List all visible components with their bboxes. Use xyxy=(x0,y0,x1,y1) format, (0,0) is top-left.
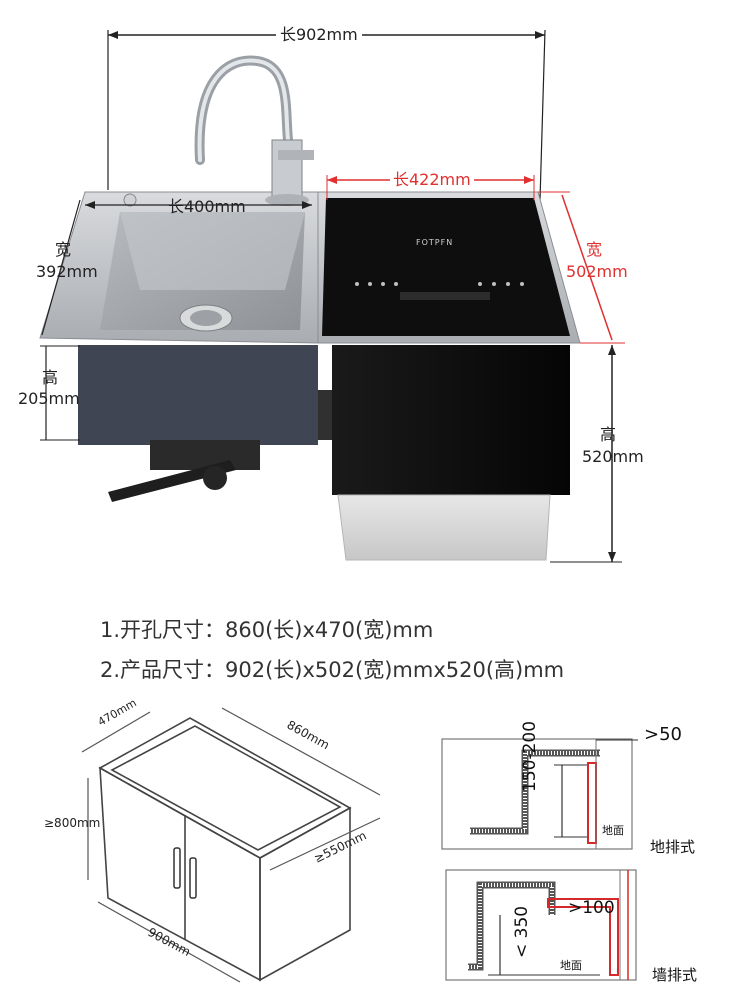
dishwasher-tray xyxy=(337,494,551,561)
total-height-label: 高 xyxy=(600,425,617,444)
floor-drain-ground-label: 地面 xyxy=(602,824,624,837)
cabinet-diagram xyxy=(0,690,420,1000)
dishwasher-control-panel xyxy=(322,198,570,336)
dishwasher-buttons xyxy=(355,282,524,286)
dishwasher-width-dimension xyxy=(538,191,625,344)
floor-drain-title: 地排式 xyxy=(650,838,696,856)
dishwasher-display xyxy=(400,292,490,300)
product-illustration xyxy=(39,29,625,563)
cabinet-handle-right xyxy=(189,857,197,899)
cabinet-outline xyxy=(98,717,352,982)
dishwasher-width-value: 502mm xyxy=(566,262,628,281)
sink-length-dimension xyxy=(85,201,312,209)
sink-width-dimension xyxy=(41,199,81,336)
sink-width-value: 392mm xyxy=(36,262,98,281)
overall-length-label: 长902mm xyxy=(276,25,362,45)
sink-length-label: 长400mm xyxy=(168,197,246,216)
wall-drain-title: 墙排式 xyxy=(652,966,698,984)
floor-drain-height-label: 150-200 xyxy=(520,720,540,792)
cabinet-drawing xyxy=(81,707,381,983)
wall-drain-ground-label: 地面 xyxy=(560,959,582,972)
total-height-value: 520mm xyxy=(582,447,644,466)
wall-drain-diagram xyxy=(440,865,660,990)
floor-drain-gap-label: >50 xyxy=(644,724,682,745)
cutout-size-spec: 1.开孔尺寸：860(长)x470(宽)mm xyxy=(100,618,434,642)
wall-drain-height-label: < 350 xyxy=(512,905,532,958)
product-size-spec: 2.产品尺寸：902(长)x502(宽)mmx520(高)mm xyxy=(100,658,565,682)
sink-under-body xyxy=(78,345,318,445)
wall-drain-pipe-outlet xyxy=(547,898,619,976)
dishwasher-width-label: 宽 xyxy=(586,240,603,259)
cabinet-height-label: ≥800mm xyxy=(44,816,101,830)
total-height-dimension xyxy=(550,345,622,563)
sink-height-dimension xyxy=(40,345,80,441)
product-drawing xyxy=(39,29,625,563)
sink-height-value: 205mm xyxy=(18,389,80,408)
sink-height-label: 高 xyxy=(42,368,59,387)
overall-length-dimension xyxy=(107,29,546,201)
dishwasher-length-label: 长422mm xyxy=(390,170,474,190)
cabinet-handle-left xyxy=(173,847,181,889)
sink-width-label: 宽 xyxy=(55,240,72,259)
cabinet-dimension-lines xyxy=(81,707,381,983)
floor-drain-diagram xyxy=(440,725,720,855)
floor-drain-pipe-outlet xyxy=(587,762,597,844)
floor-drain-drawing xyxy=(441,738,638,850)
dishwasher-body xyxy=(332,345,570,495)
faucet xyxy=(194,55,314,206)
wall-drain-gap-label: >100 xyxy=(568,898,615,918)
sink-drain xyxy=(179,304,233,332)
wall-drain-drawing xyxy=(445,869,637,981)
brand-logo: FOTPFN xyxy=(416,238,454,247)
